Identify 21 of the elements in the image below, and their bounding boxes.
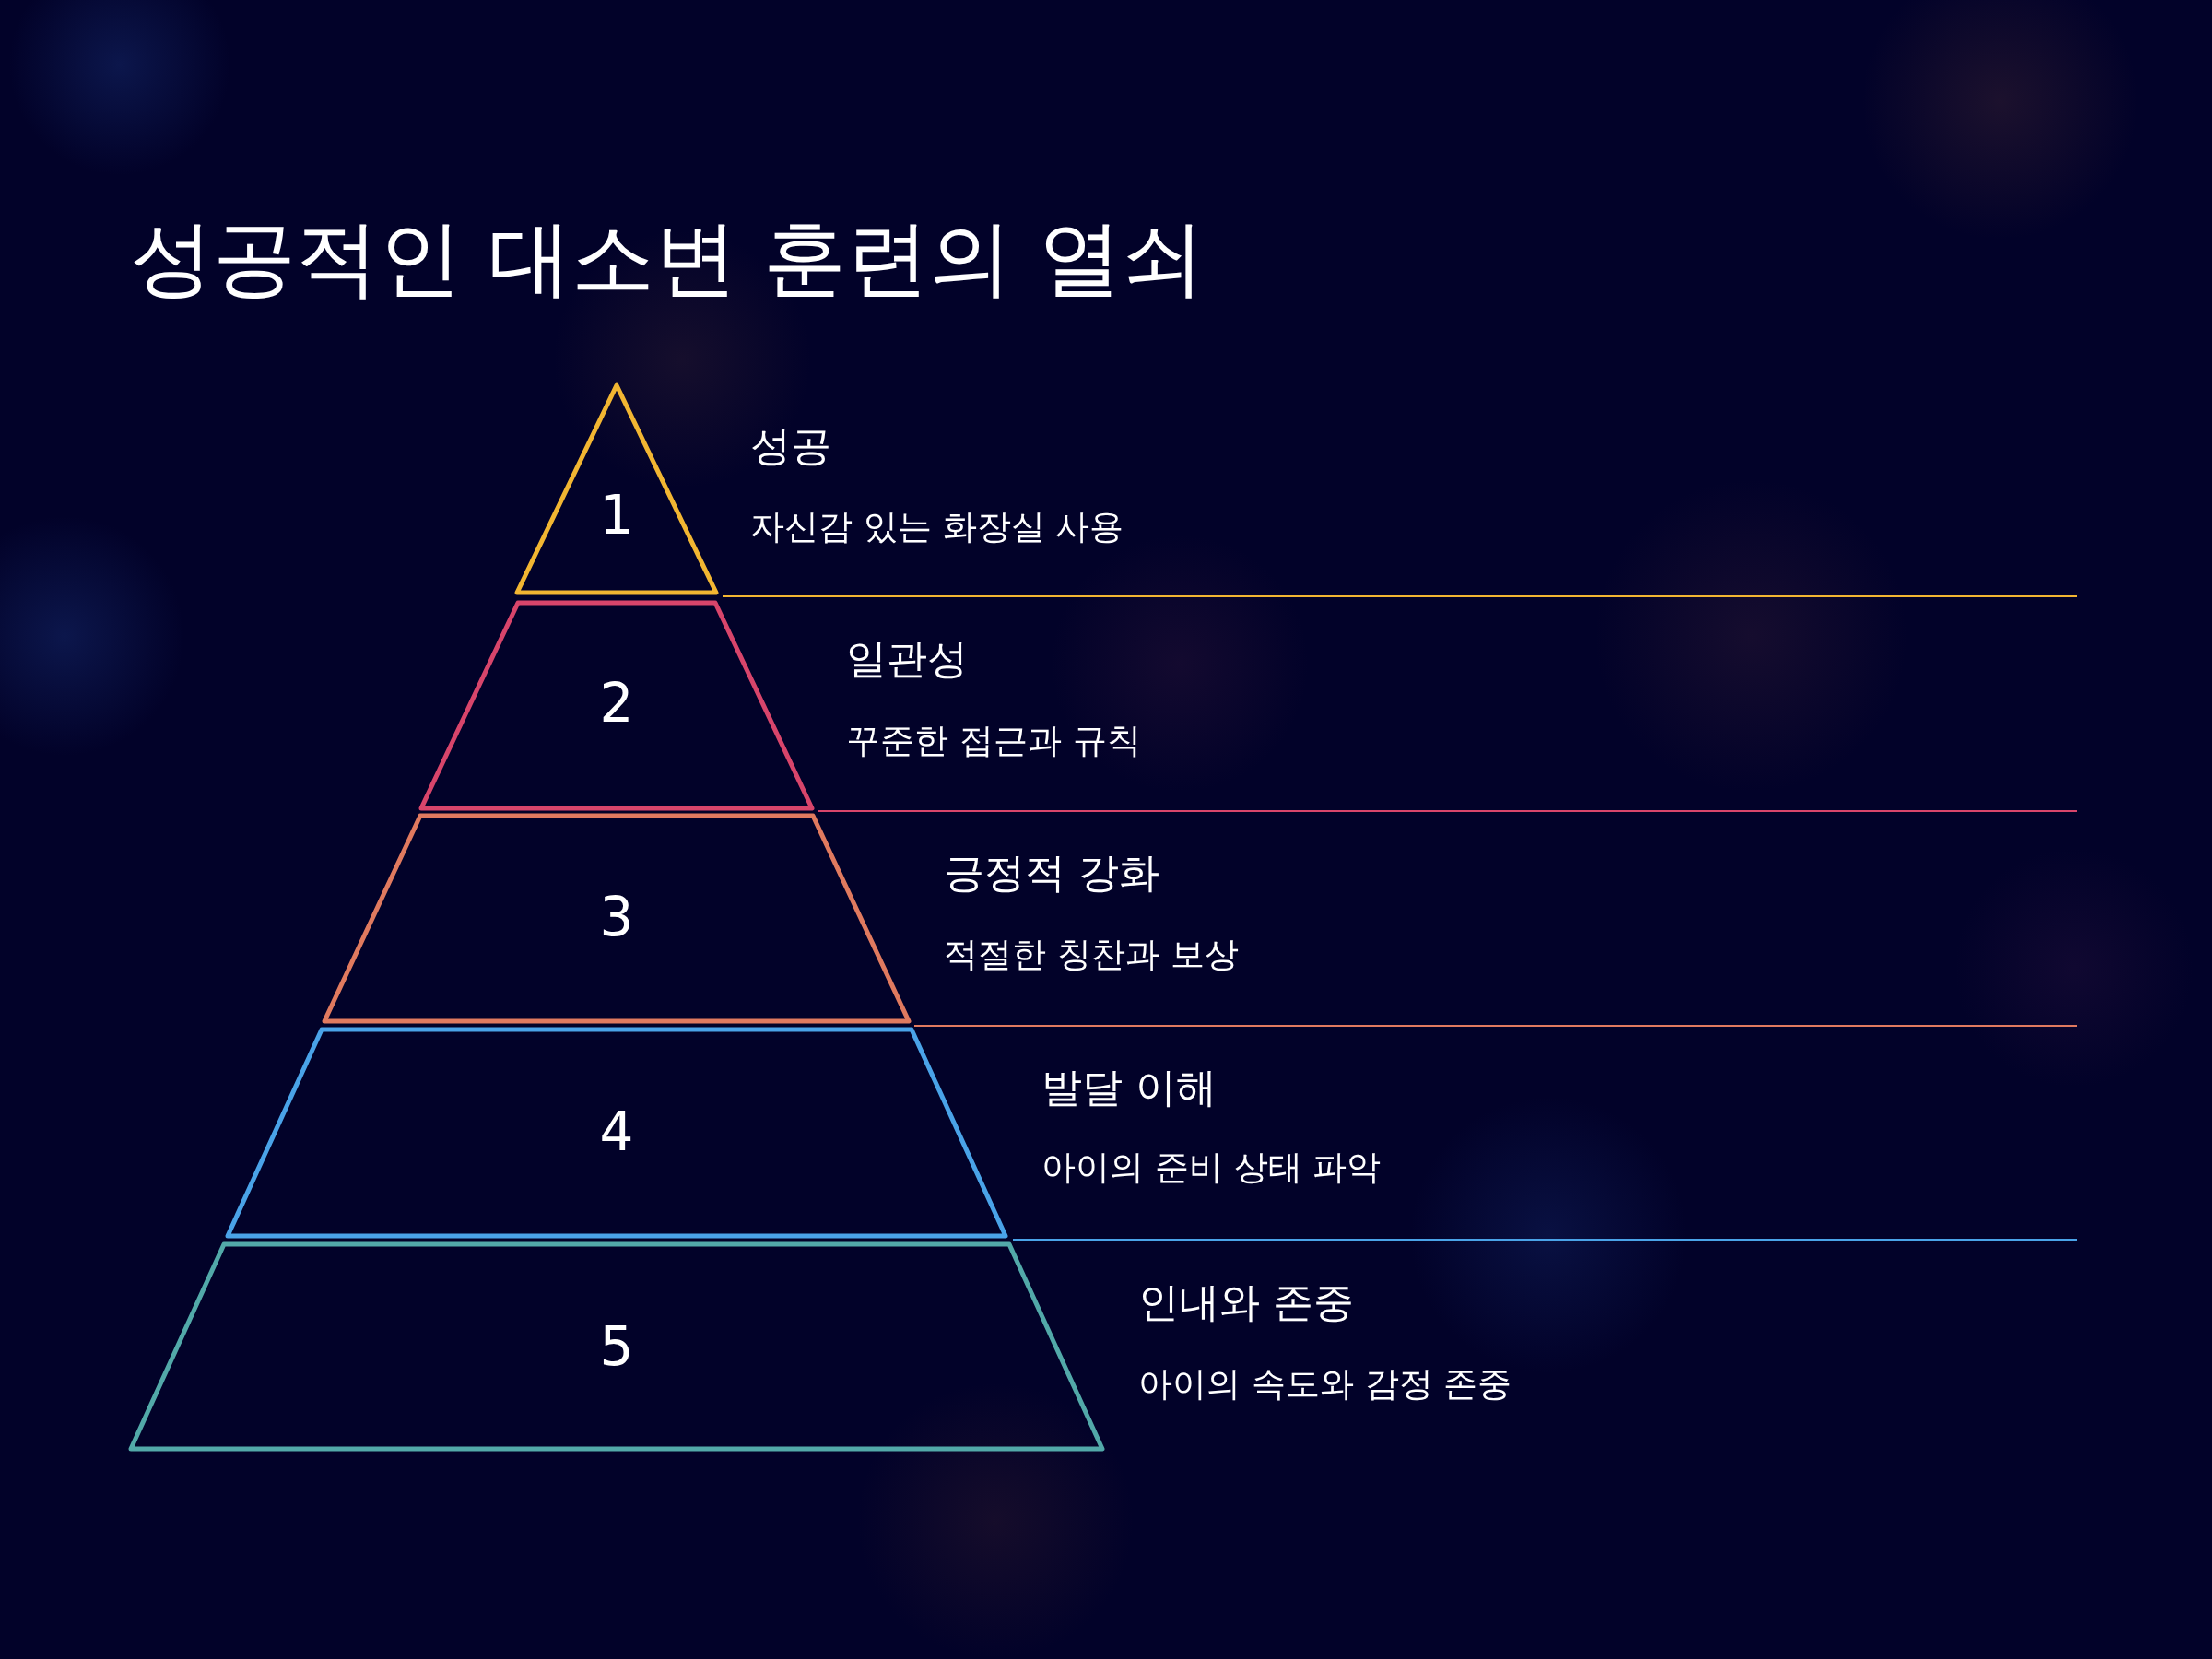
pyramid-tier — [127, 1241, 1106, 1453]
tier-description: 적절한 칭찬과 보상 — [944, 934, 1239, 976]
tier-heading: 인내와 존중 — [1138, 1277, 1354, 1327]
tier-heading: 발달 이해 — [1041, 1063, 1217, 1112]
tier-number: 3 — [599, 886, 634, 950]
tier-number: 4 — [599, 1100, 634, 1165]
tier-number: 1 — [599, 484, 634, 548]
tier-number: 5 — [599, 1315, 634, 1380]
tier-heading: 긍정적 강화 — [944, 848, 1159, 898]
pyramid-tier — [321, 812, 912, 1025]
pyramid-top-tier — [513, 382, 720, 596]
pyramid-tier — [224, 1026, 1009, 1240]
title-text: 성공적인 대소변 훈련의 열쇠 — [130, 208, 1205, 308]
tier-number: 2 — [599, 672, 634, 736]
tier-description: 꾸준한 접근과 규칙 — [846, 720, 1141, 762]
tier-heading: 일관성 — [846, 634, 968, 684]
tier-description: 아이의 속도와 감정 존중 — [1138, 1363, 1512, 1406]
tier-description: 아이의 준비 상태 파악 — [1041, 1147, 1382, 1189]
tier-description: 자신감 있는 화장실 사용 — [750, 506, 1124, 548]
tier-heading: 성공 — [750, 421, 831, 471]
pyramid-tier — [418, 599, 816, 812]
